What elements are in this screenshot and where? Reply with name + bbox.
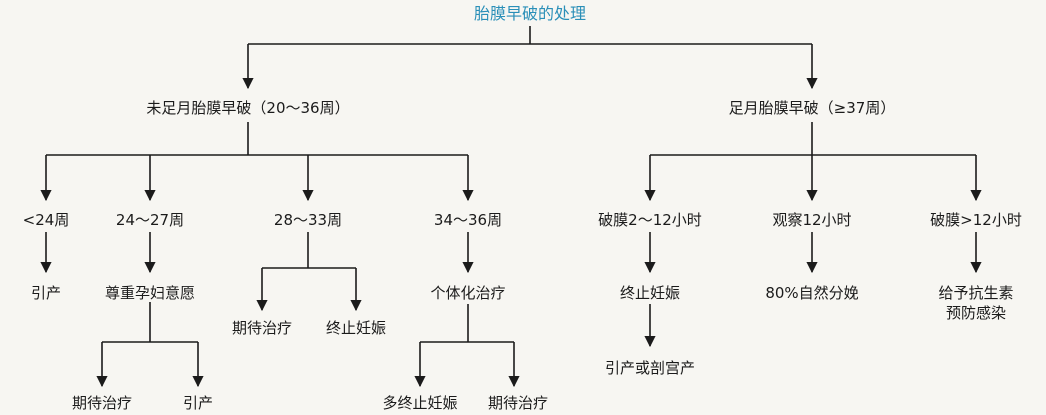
w34-36-option-terminate: 多终止妊娠 — [382, 394, 458, 412]
rupture-gt12h-action: 给予抗生素 预防感染 — [916, 283, 1036, 323]
group-24-27: 24～27周 — [115, 211, 185, 229]
rupture-gt12h-action-line1: 给予抗生素 — [938, 284, 1014, 302]
rupture-2-12h-next: 引产或剖宫产 — [604, 359, 696, 377]
w28-33-option-expectant: 期待治疗 — [231, 319, 293, 337]
preterm-branch: 未足月胎膜早破（20～36周） — [146, 99, 350, 117]
group-rupture-gt12h: 破膜>12小时 — [930, 211, 1022, 229]
w28-33-option-terminate: 终止妊娠 — [325, 319, 387, 337]
group-lt24: <24周 — [22, 211, 70, 229]
w34-36-action: 个体化治疗 — [430, 284, 506, 302]
rupture-2-12h-action: 终止妊娠 — [619, 284, 681, 302]
group-28-33: 28～33周 — [273, 211, 343, 229]
group-rupture-2-12h: 破膜2～12小时 — [598, 211, 702, 229]
w24-27-option-induction: 引产 — [182, 394, 214, 412]
w24-27-option-expectant: 期待治疗 — [71, 394, 133, 412]
lt24-action: 引产 — [30, 284, 62, 302]
observe-12h-action: 80%自然分娩 — [765, 284, 859, 302]
rupture-gt12h-action-line2: 预防感染 — [945, 304, 1006, 322]
group-34-36: 34～36周 — [433, 211, 503, 229]
term-branch: 足月胎膜早破（≥37周） — [728, 99, 896, 117]
w24-27-action: 尊重孕妇意愿 — [104, 284, 196, 302]
chart-title: 胎膜早破的处理 — [473, 4, 587, 23]
group-observe-12h: 观察12小时 — [772, 211, 852, 229]
w34-36-option-expectant: 期待治疗 — [487, 394, 549, 412]
